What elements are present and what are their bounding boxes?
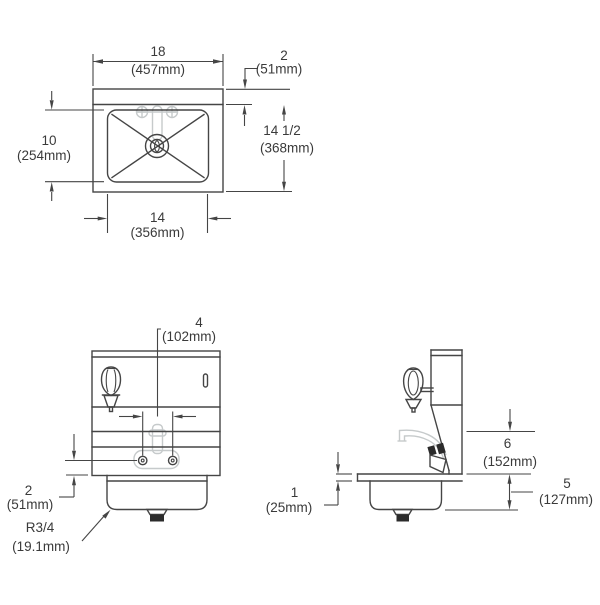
drain-side-icon bbox=[391, 508, 414, 522]
dim-bowl-width: 14 (356mm) bbox=[84, 194, 231, 240]
dim-bowl-depth: 10 (254mm) bbox=[17, 91, 104, 201]
side-view: 1 (25mm) 6 (152mm) 5 (127mm) bbox=[266, 349, 593, 522]
bowl-side bbox=[369, 480, 443, 511]
dim-label-mm: (356mm) bbox=[130, 225, 184, 240]
towel-slot bbox=[202, 373, 209, 388]
dim-label: 14 1/2 bbox=[263, 123, 301, 138]
cabinet-front bbox=[91, 350, 221, 477]
dim-overall-depth: 14 1/2 (368mm) bbox=[226, 105, 314, 193]
dim-label-mm: (127mm) bbox=[539, 492, 593, 507]
faucet-front-icon bbox=[133, 423, 180, 470]
dim-label: 18 bbox=[150, 44, 165, 59]
soap-dispenser-front-icon bbox=[100, 366, 122, 413]
dim-label-mm: (152mm) bbox=[483, 454, 537, 469]
plan-view: 18 (457mm) 2 (51mm) 14 1/2 (368mm) bbox=[17, 44, 314, 240]
dim-label-mm: (51mm) bbox=[256, 62, 303, 77]
faucet-holes bbox=[137, 455, 178, 466]
dim-label: 10 bbox=[41, 133, 56, 148]
drain-icon bbox=[144, 133, 170, 159]
bowl-plan bbox=[106, 109, 210, 183]
dim-label-mm: (51mm) bbox=[7, 497, 54, 512]
dim-corner-radius: R3/4 (19.1mm) bbox=[12, 509, 111, 554]
cabinet-side bbox=[430, 349, 463, 475]
dim-backsplash-depth: 2 (51mm) bbox=[226, 48, 302, 126]
bowl-front bbox=[106, 474, 208, 511]
sink-outline-plan bbox=[92, 88, 224, 193]
dim-label: 5 bbox=[563, 476, 571, 491]
dim-faucet-centers: 4 (102mm) bbox=[119, 315, 216, 456]
soap-dispenser-side-icon bbox=[402, 367, 434, 413]
dim-label: 14 bbox=[150, 210, 166, 225]
dim-bowl-depth-below: 5 (127mm) bbox=[445, 473, 593, 511]
dim-label-mm: (19.1mm) bbox=[12, 539, 70, 554]
dim-overall-width: 18 (457mm) bbox=[92, 44, 224, 86]
front-view: 4 (102mm) 2 (51mm) R3/4 (19.1mm) bbox=[7, 315, 221, 554]
sensor-valve-icon bbox=[427, 442, 447, 474]
dim-counter-thickness: 1 (25mm) bbox=[266, 452, 352, 515]
dim-apron-height: 2 (51mm) bbox=[7, 434, 137, 512]
dim-label-mm: (457mm) bbox=[131, 62, 185, 77]
dim-label: 4 bbox=[195, 315, 203, 330]
drain-front-icon bbox=[145, 508, 169, 522]
dim-label-mm: (368mm) bbox=[260, 141, 314, 156]
dim-label: 2 bbox=[25, 483, 33, 498]
dim-label-mm: (254mm) bbox=[17, 148, 71, 163]
counter-side bbox=[356, 473, 463, 482]
dim-label: 1 bbox=[291, 485, 299, 500]
dim-label-mm: (25mm) bbox=[266, 500, 313, 515]
dim-label-mm: (102mm) bbox=[162, 329, 216, 344]
dim-label: 6 bbox=[504, 436, 512, 451]
dim-label: R3/4 bbox=[26, 520, 55, 535]
dim-spout-height: 6 (152mm) bbox=[466, 409, 537, 469]
dim-label: 2 bbox=[280, 48, 288, 63]
